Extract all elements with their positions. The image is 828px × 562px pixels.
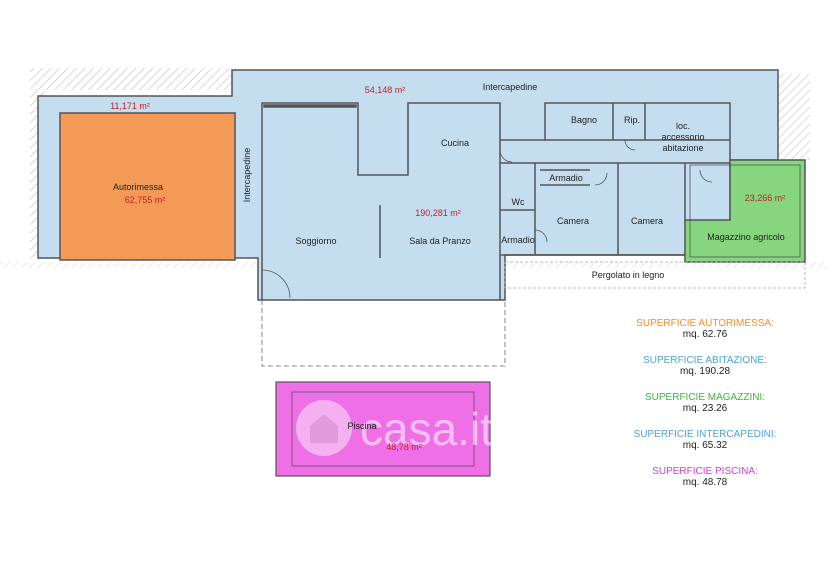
area-piscina: 48,78 m² [386,442,422,452]
label-sala-pranzo: Sala da Pranzo [409,236,471,246]
label-loc-2: accessorio [661,132,704,142]
label-bagno: Bagno [571,115,597,125]
area-abitazione: 190,281 m² [415,208,461,218]
legend-title-intercapedini: SUPERFICIE INTERCAPEDINI: [633,429,777,440]
legend-value-magazzini: mq. 23.26 [682,403,728,414]
legend-title-abitazione: SUPERFICIE ABITAZIONE: [643,355,767,366]
house-walls [261,102,731,300]
label-piscina: Piscina [347,421,376,431]
label-magazzino: Magazzino agricolo [707,232,785,242]
magazzino-inner [689,164,801,258]
area-autorimessa: 62,755 m² [125,195,166,205]
label-intercapedine-top: Intercapedine [483,82,538,92]
autorimessa-room [59,112,236,261]
piscina-outer [275,381,491,477]
label-loc-3: abitazione [662,143,703,153]
label-pergolato: Pergolato in legno [592,270,665,280]
label-camera-2: Camera [631,216,663,226]
legend-value-autorimessa: mq. 62.76 [682,329,728,340]
surface-legend: SUPERFICIE AUTORIMESSA: mq. 62.76 SUPERF… [600,318,810,503]
label-autorimessa: Autorimessa [113,182,163,192]
label-camera-1: Camera [557,216,589,226]
label-cucina: Cucina [441,138,469,148]
label-soggiorno: Soggiorno [295,236,336,246]
label-armadio-top: Armadio [549,173,583,183]
doors [261,139,713,299]
piscina-inner [291,391,475,467]
label-wc: Wc [512,197,525,207]
watermark-text: casa.it [360,403,493,455]
legend-title-autorimessa: SUPERFICIE AUTORIMESSA: [636,318,774,329]
legend-title-magazzini: SUPERFICIE MAGAZZINI: [644,392,765,403]
watermark-logo [296,400,352,456]
label-rip: Rip. [624,115,640,125]
portico-outline [261,300,506,367]
pergolato [504,261,806,289]
legend-value-intercapedini: mq. 65.32 [682,440,728,451]
legend-value-abitazione: mq. 190.28 [679,366,731,377]
legend-title-piscina: SUPERFICIE PISCINA: [652,466,758,477]
label-loc-1: loc. [676,121,690,131]
label-intercapedine-side: Intercapedine [242,148,252,203]
label-armadio-left: Armadio [501,235,535,245]
area-intercapedine-left: 11,171 m² [110,101,150,111]
area-magazzino: 23,266 m² [745,193,786,203]
area-intercapedine-top: 54,148 m² [365,85,406,95]
legend-value-piscina: mq. 48.78 [682,477,728,488]
